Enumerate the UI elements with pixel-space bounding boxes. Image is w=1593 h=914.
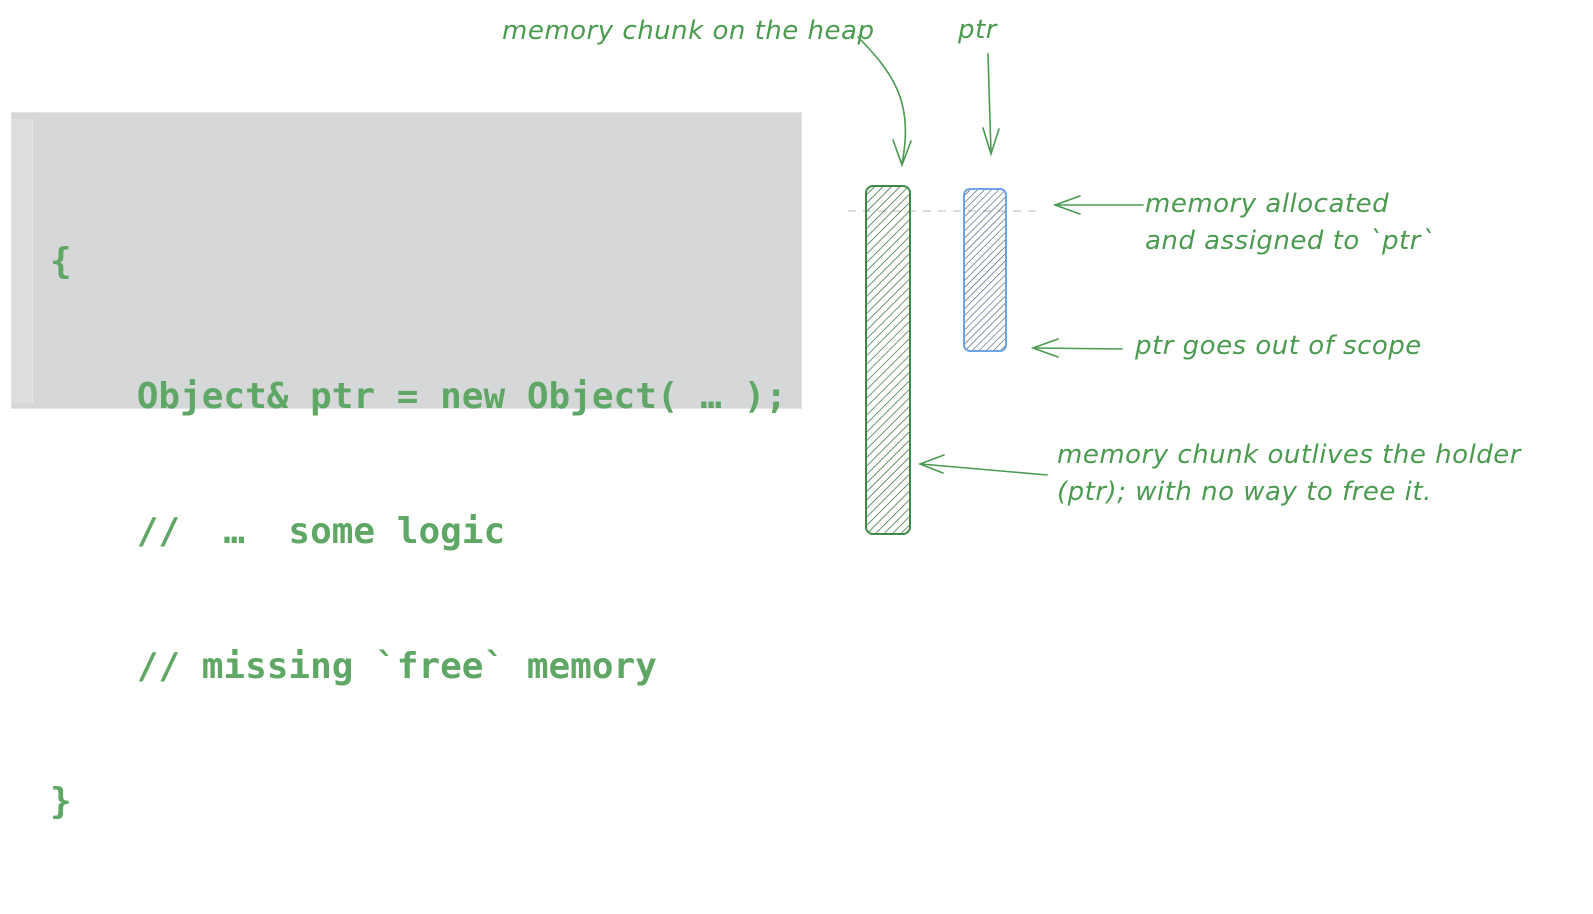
ptr-label: ptr (957, 15, 999, 45)
code-line-open-brace: { (50, 241, 72, 282)
ptr-block (963, 188, 1007, 352)
heap-memory-block (865, 185, 911, 535)
outlives-arrow (917, 454, 1048, 476)
outlives-label-line2: (ptr); with no way to free it. (1057, 477, 1432, 507)
outlives-label-line1: memory chunk outlives the holder (1057, 440, 1523, 470)
code-line-allocation: Object& ptr = new Object( … ); (50, 376, 787, 417)
code-line-missing-free-comment: // missing `free` memory (50, 646, 657, 687)
allocated-arrow (1052, 195, 1144, 215)
code-panel-edge (12, 119, 33, 403)
memory-diagram: memory chunk on the heap ptr memory allo… (502, 15, 1523, 535)
ptr-label-arrow (982, 53, 1000, 157)
code-snippet-panel: { Object& ptr = new Object( … ); // … so… (11, 112, 802, 822)
code-line-close-brace: } (50, 781, 72, 822)
out-of-scope-label: ptr goes out of scope (1134, 331, 1422, 361)
heap-label-arrow (857, 36, 912, 168)
code-line-logic-comment: // … some logic (50, 511, 506, 552)
allocated-label-line2: and assigned to `ptr` (1145, 226, 1434, 256)
out-of-scope-arrow (1030, 338, 1123, 358)
heap-chunk-label: memory chunk on the heap (502, 16, 874, 46)
allocated-label-line1: memory allocated (1145, 189, 1389, 219)
